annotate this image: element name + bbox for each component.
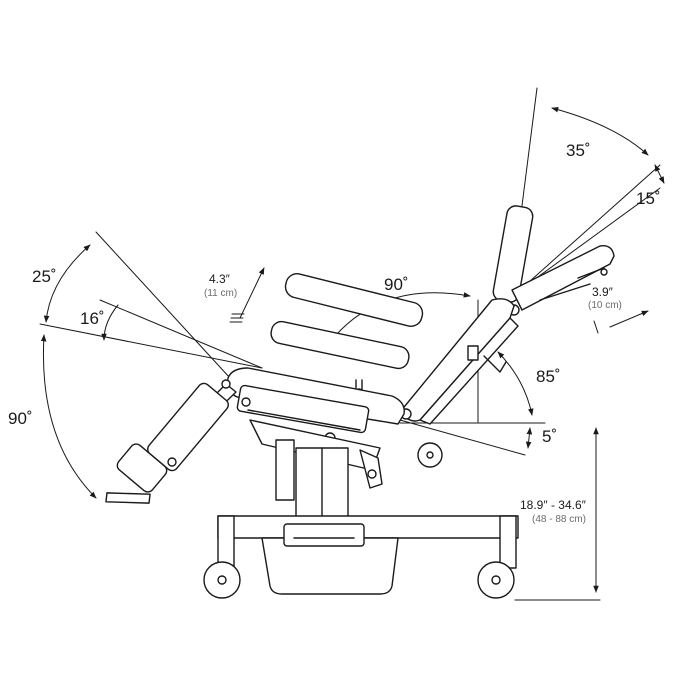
lift-mechanism [249, 419, 383, 521]
foot-rest-pad [116, 443, 168, 493]
leg-mid-arc [101, 304, 119, 341]
leg-rest [105, 379, 237, 504]
actuator [275, 439, 295, 501]
backrest [399, 298, 519, 425]
reference-lines [39, 87, 661, 601]
label-leg-lower: 90˚ [8, 409, 33, 428]
label-headrest-slide-in: 3.9″ [592, 285, 614, 299]
armrests [270, 273, 424, 421]
seat [227, 367, 405, 444]
leg-lower-arc [40, 334, 97, 499]
headrest-down-arc [654, 164, 665, 184]
backrest-recline-arc [497, 351, 534, 416]
label-headrest-down: 15˚ [636, 189, 661, 208]
label-armrest-cm: (11 cm) [204, 288, 237, 299]
headrest-up-arc [551, 106, 649, 156]
base-frame [217, 515, 519, 539]
label-headrest-slide-cm: (10 cm) [588, 300, 622, 311]
label-backrest-recline: 85˚ [536, 367, 561, 386]
armrest-base-mark [229, 313, 245, 323]
seat-frame [236, 384, 370, 434]
label-backrest: 90˚ [384, 275, 409, 294]
backrest-frame [419, 317, 519, 425]
backrest-bracket [467, 345, 479, 361]
labels: 35˚ 15˚ 90˚ 85˚ 5˚ 25˚ 16˚ 90˚ 4.3″ (11 … [8, 141, 661, 525]
label-leg-mid: 16˚ [80, 309, 105, 328]
headrest-knob [600, 268, 608, 276]
armrest-arrow [239, 267, 265, 319]
label-leg-upper: 25˚ [32, 267, 57, 286]
headrest-slide-tick [593, 320, 599, 334]
dimension-arrows [229, 267, 649, 593]
base-right-leg [499, 515, 517, 569]
armrest-lowered [270, 320, 410, 370]
leg-upper-arc [43, 244, 91, 323]
armrest-raised [284, 273, 424, 327]
label-seat-tilt: 5˚ [542, 427, 557, 446]
foot-plate [105, 492, 151, 504]
leg-rest-pad [147, 382, 229, 472]
headrest-pad [511, 245, 615, 311]
headrest [492, 205, 615, 316]
base-handle [283, 523, 365, 547]
label-seat-height-in: 18.9″ - 34.6″ [520, 498, 587, 512]
label-seat-height-cm: (48 - 88 cm) [532, 514, 586, 525]
seat-tilt-arc [525, 427, 533, 449]
backrest-lever [483, 355, 507, 373]
linkage-bracket [359, 449, 383, 489]
base-tray [261, 537, 399, 595]
base-left-leg [217, 515, 235, 569]
base [217, 442, 519, 595]
headrest-slide-arrow [609, 310, 649, 328]
label-headrest-up: 35˚ [566, 141, 591, 160]
label-armrest-in: 4.3″ [209, 272, 231, 286]
casters [203, 561, 515, 599]
